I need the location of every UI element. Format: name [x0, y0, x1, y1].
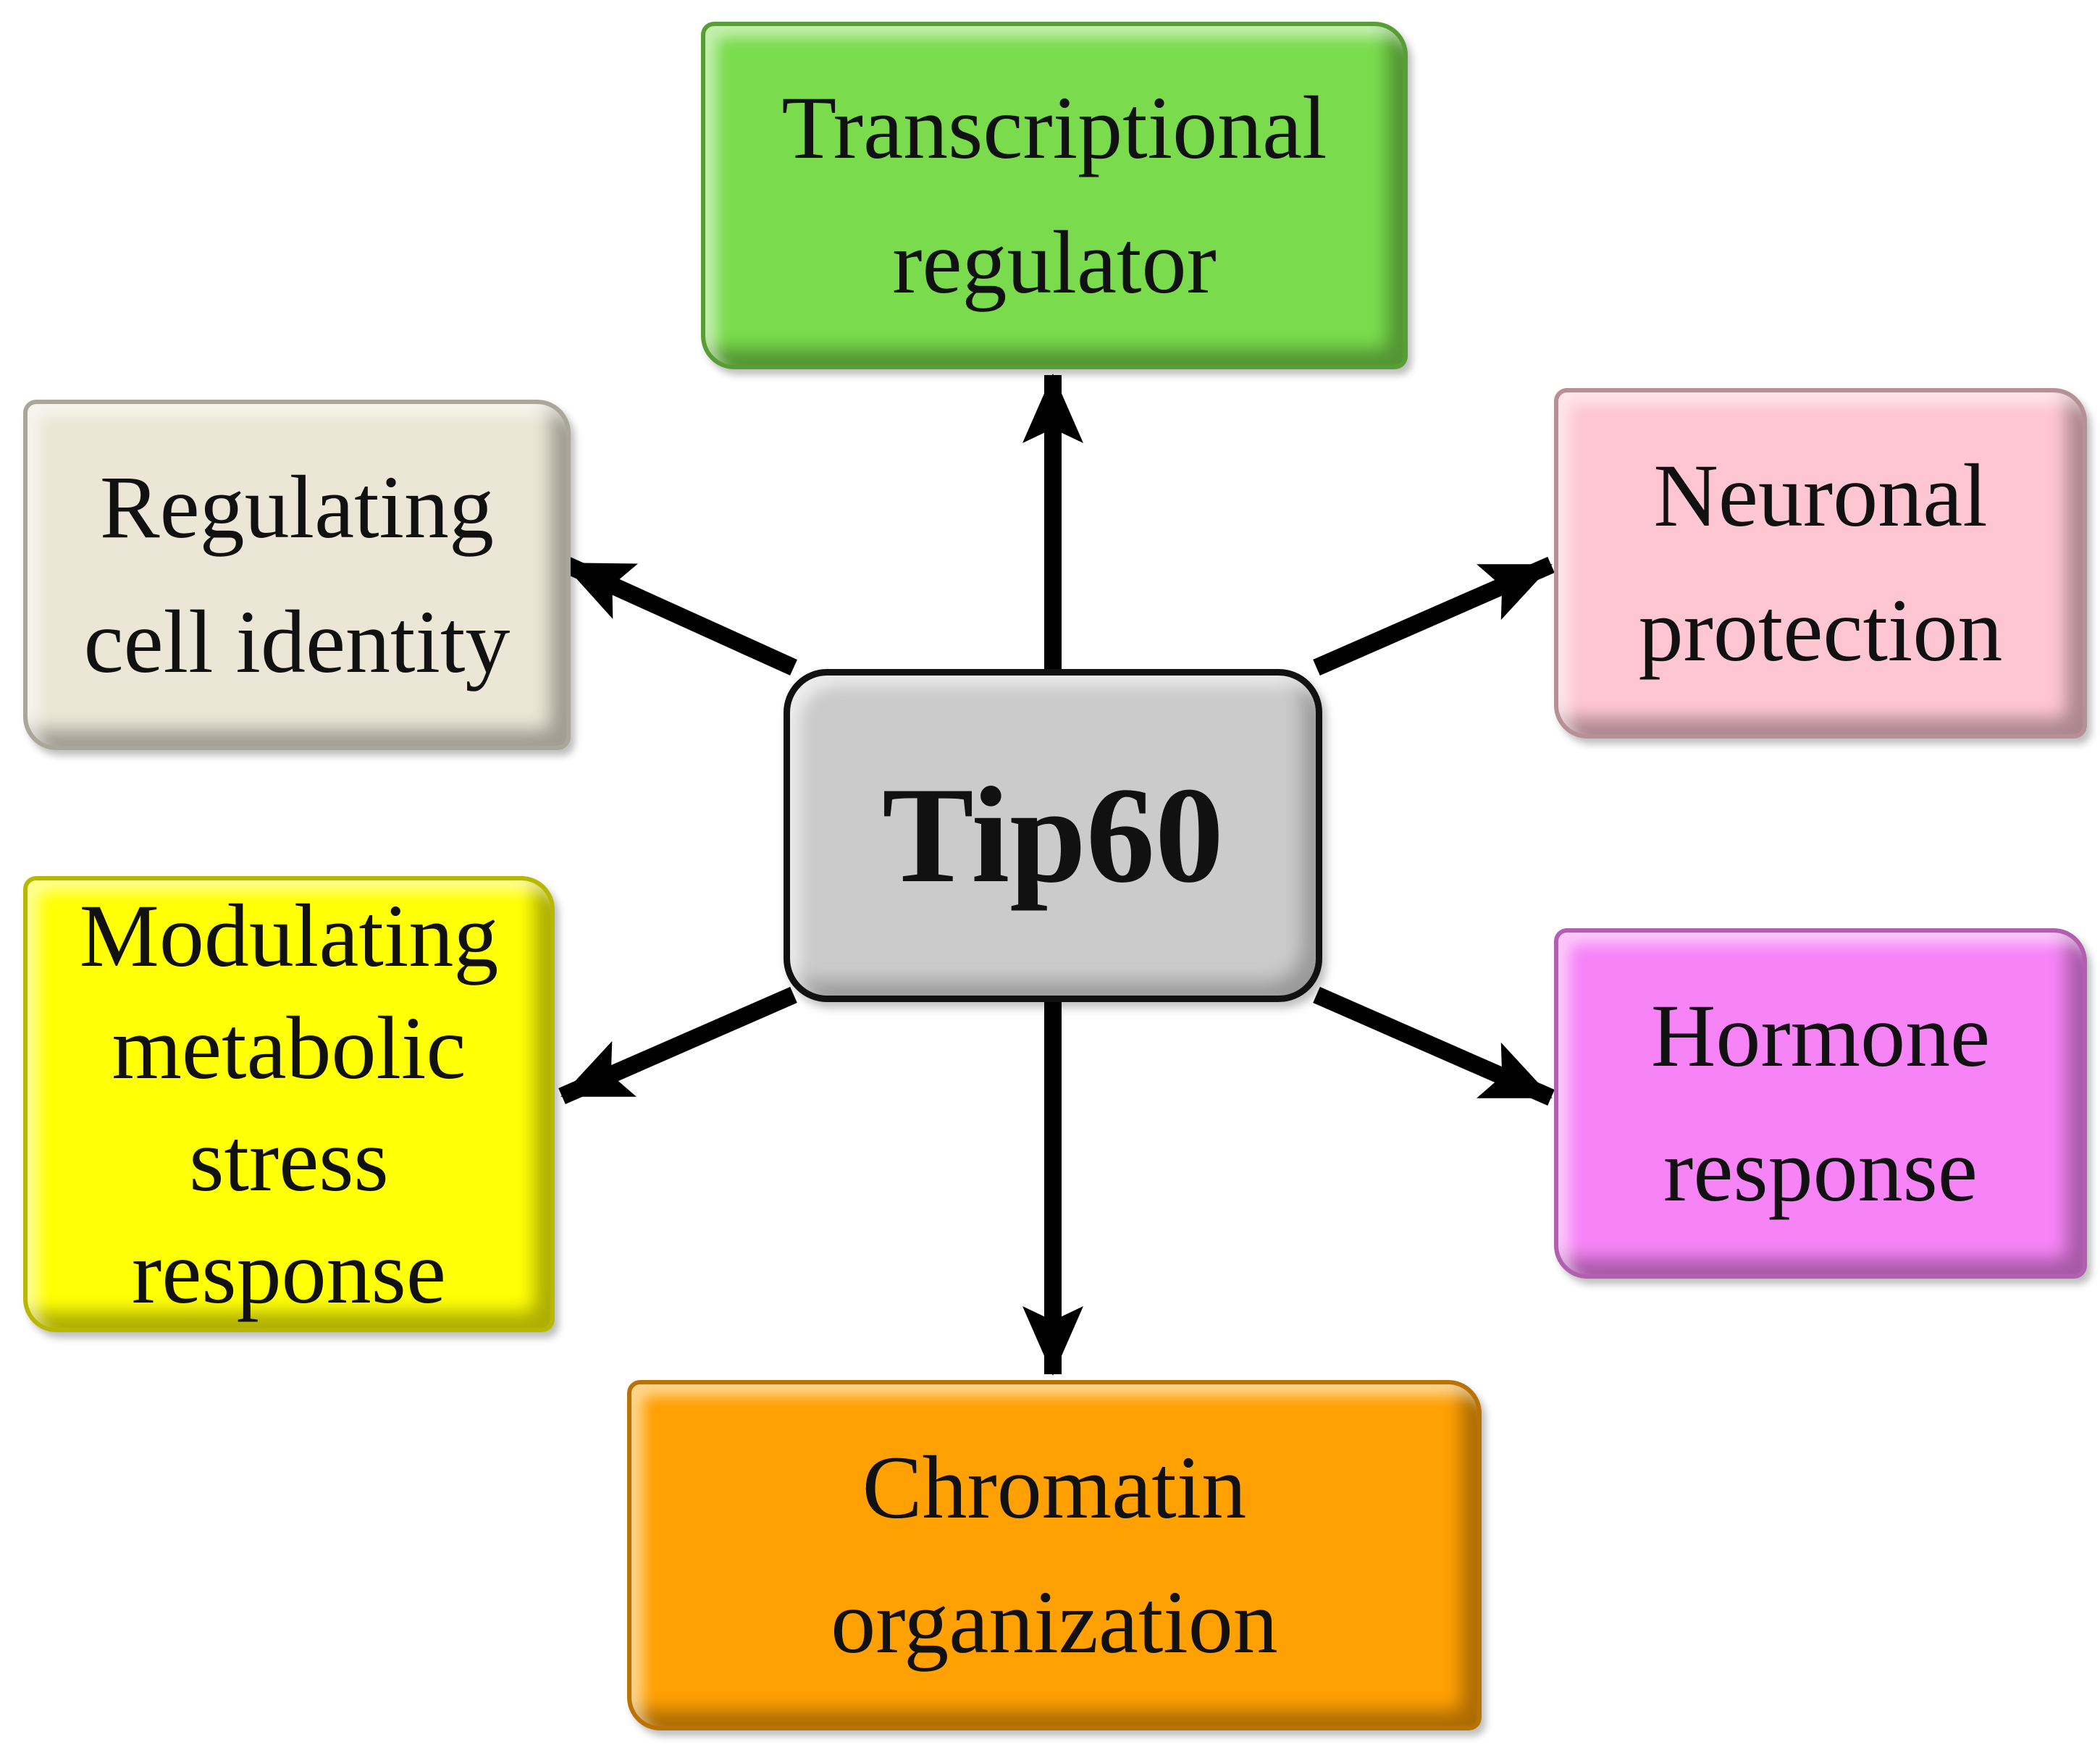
- node-label-line: metabolic: [112, 998, 466, 1098]
- node-neuronal-protection: Neuronal protection: [1554, 388, 2087, 739]
- node-center-tip60: Tip60: [784, 669, 1322, 1002]
- node-label-line: Chromatin: [862, 1438, 1247, 1537]
- center-label: Tip60: [882, 759, 1224, 912]
- node-label-line: Transcriptional: [781, 78, 1327, 177]
- arrow-to-neuronal-protection: [1313, 557, 1555, 676]
- node-label-line: organization: [831, 1573, 1278, 1672]
- node-label-line: Modulating: [79, 886, 499, 985]
- arrow-to-regulating-cell-identity: [560, 555, 797, 676]
- node-transcriptional-regulator: Transcriptional regulator: [701, 22, 1408, 369]
- node-label-line: response: [1663, 1121, 1978, 1220]
- node-label-line: regulator: [892, 213, 1217, 312]
- node-regulating-cell-identity: Regulating cell identity: [23, 400, 571, 750]
- node-label-line: Regulating: [99, 458, 495, 557]
- arrow-to-hormone-response: [1313, 987, 1555, 1106]
- node-hormone-response: Hormone response: [1554, 928, 2087, 1279]
- node-label-line: stress: [189, 1111, 389, 1210]
- node-label-line: Neuronal: [1653, 446, 1988, 545]
- node-chromatin-organization: Chromatin organization: [627, 1380, 1482, 1730]
- node-modulating-metabolic-stress-response: Modulating metabolic stress response: [23, 876, 555, 1332]
- node-label-line: Hormone: [1650, 986, 1991, 1085]
- node-label-line: cell identity: [83, 592, 511, 691]
- node-label-line: protection: [1638, 581, 2003, 680]
- node-label-line: response: [132, 1223, 446, 1322]
- arrow-to-modulating-metabolic-stress-response: [558, 987, 797, 1104]
